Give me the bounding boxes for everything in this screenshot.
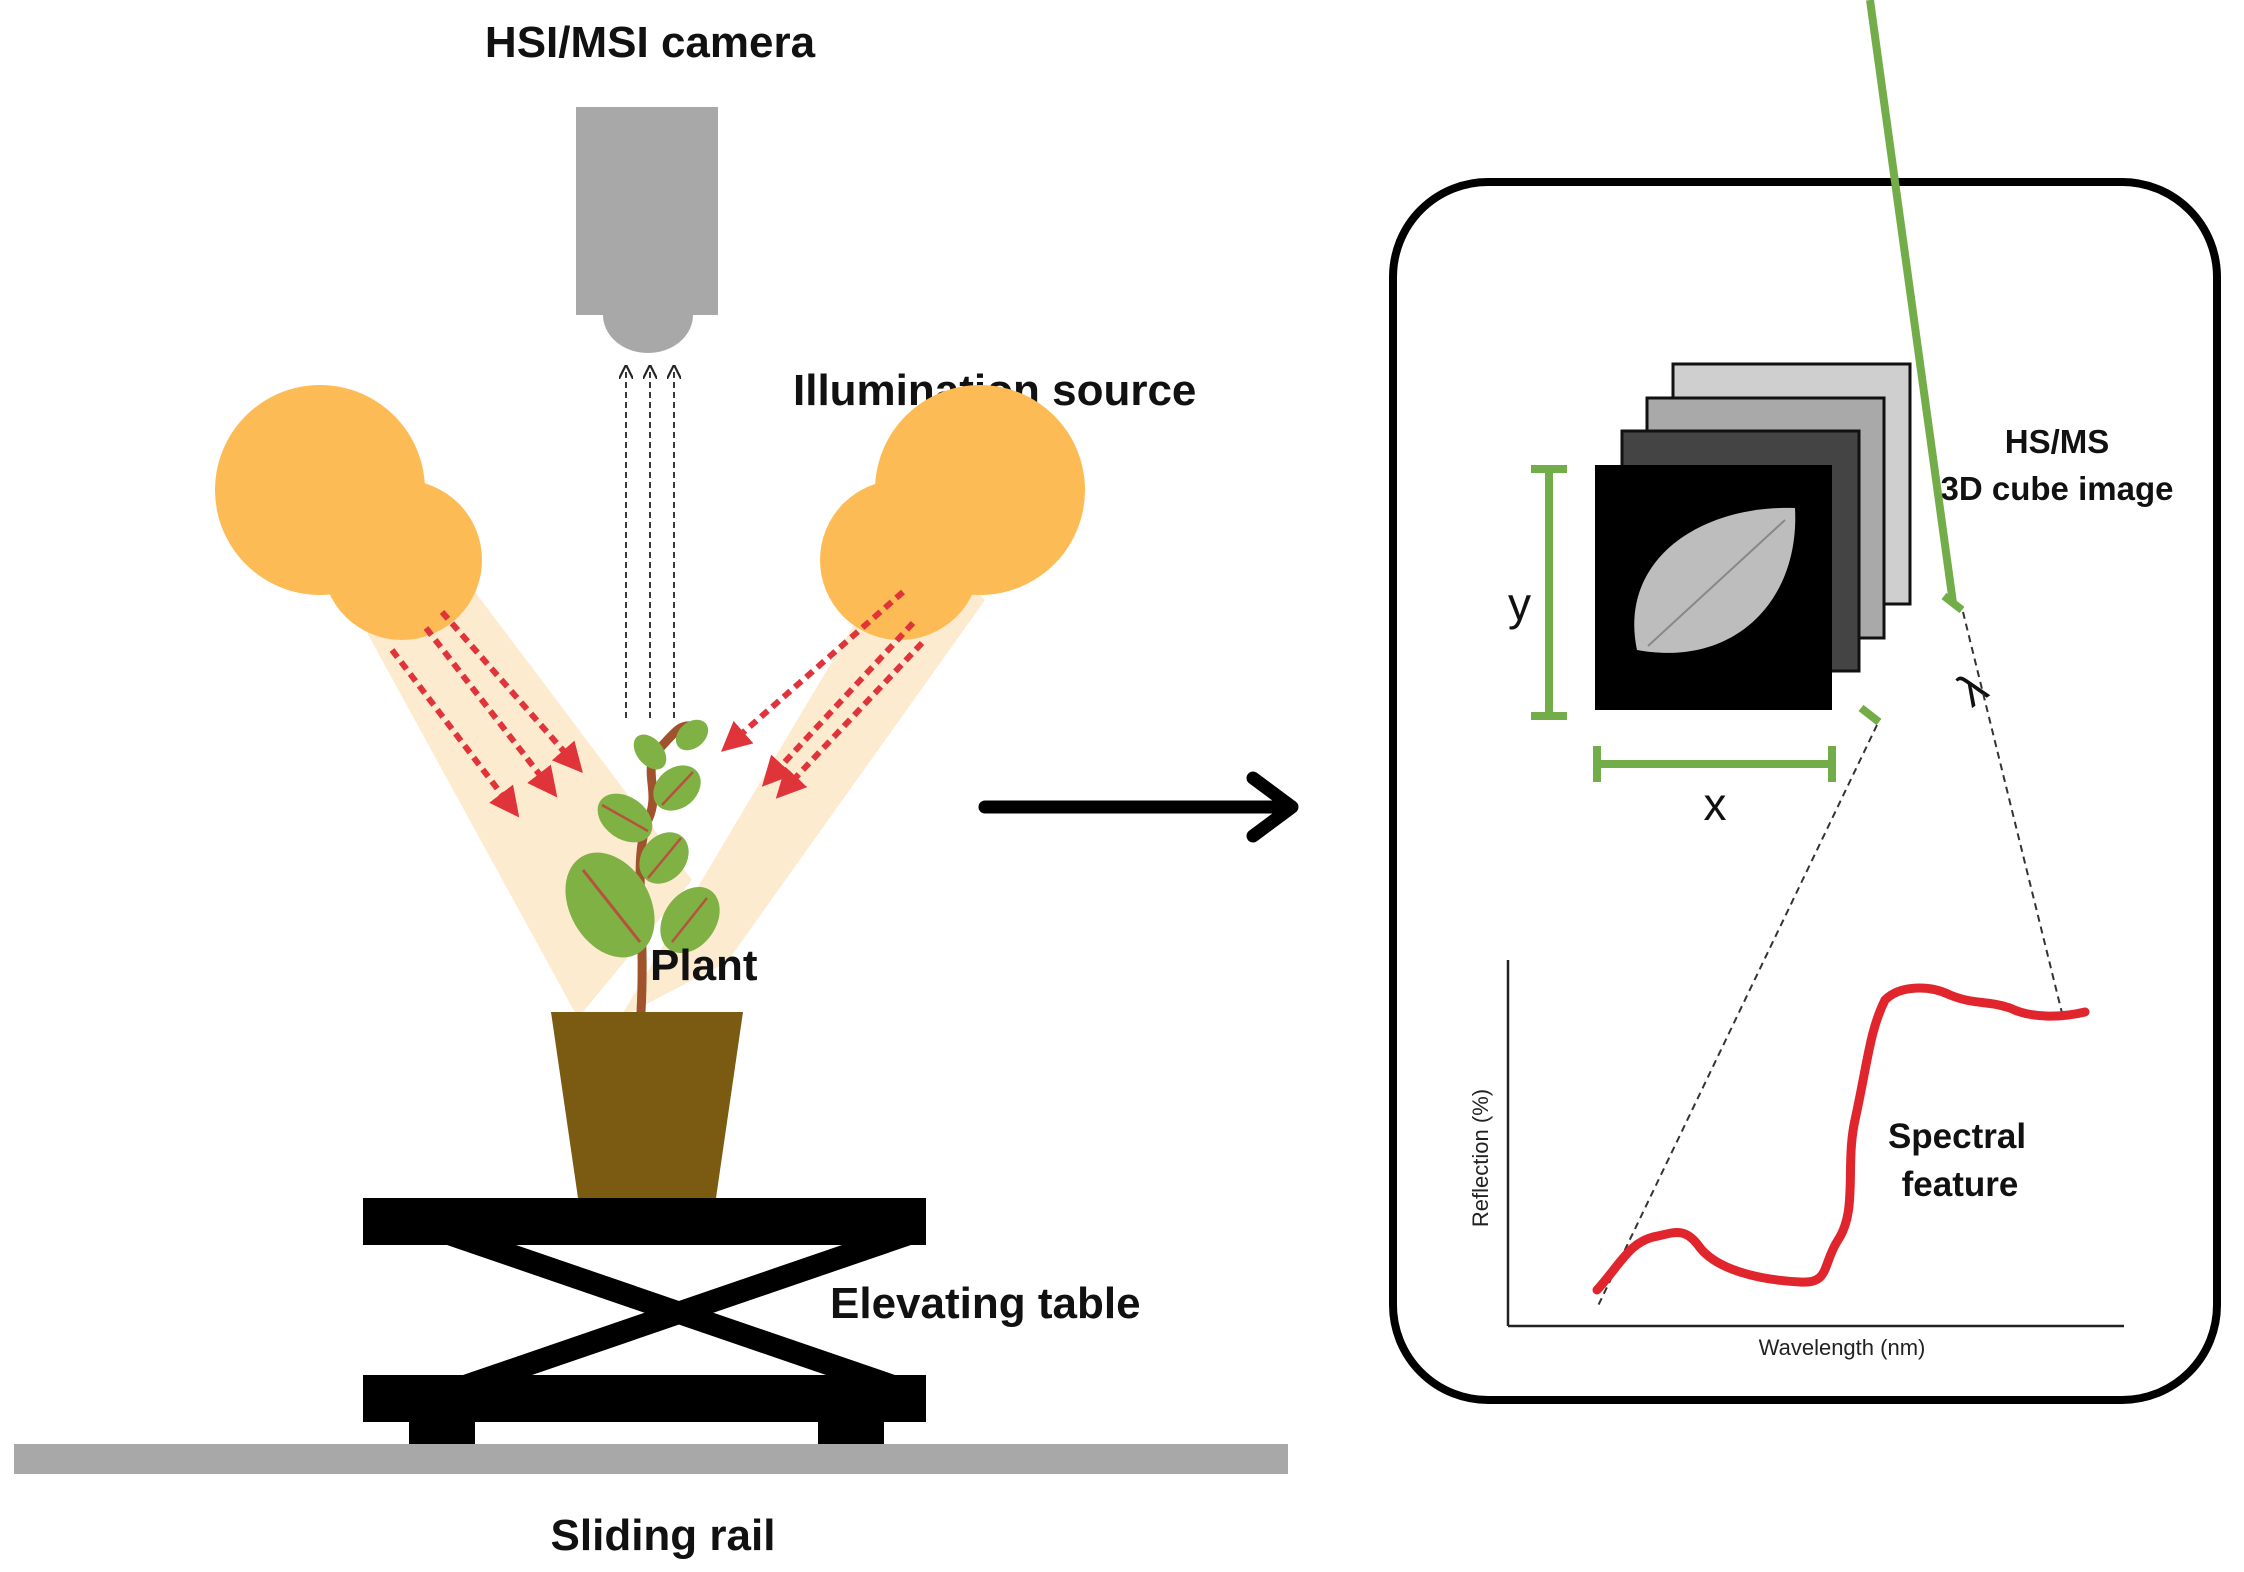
pot-icon	[551, 1012, 743, 1198]
x-dimension-marker	[1593, 746, 1836, 782]
incident-light-arrows-right	[720, 589, 925, 799]
hypercube-image-stack	[1595, 362, 1912, 710]
spectral-plot-axes	[1506, 960, 2124, 1328]
sliding-rail-icon	[14, 1444, 1288, 1474]
incident-light-arrows-left	[389, 610, 583, 818]
elevating-table-icon	[363, 1198, 926, 1444]
elevating-table-label: Elevating table	[830, 1279, 1141, 1328]
process-arrow-icon	[978, 771, 1299, 843]
reflected-light-arrows	[626, 372, 674, 718]
spectral-plot-ylabel: Reflection (%)	[1468, 1089, 1493, 1227]
spectral-curve	[1592, 983, 2090, 1295]
plant-label: Plant	[650, 941, 758, 990]
sliding-rail-label: Sliding rail	[551, 1511, 776, 1560]
x-dimension-label: x	[1704, 778, 1727, 830]
lamp-right-icon	[820, 385, 1085, 640]
y-dimension-marker	[1531, 465, 1567, 720]
spectral-feature-label-line1: Spectral	[1888, 1117, 2026, 1156]
hypercube-label-line2: 3D cube image	[1941, 470, 2174, 507]
projection-lines	[1596, 611, 2063, 1309]
y-dimension-label: y	[1508, 578, 1531, 630]
hypercube-label-line1: HS/MS	[2005, 423, 2110, 460]
camera-label: HSI/MSI camera	[485, 18, 816, 67]
camera-icon	[576, 107, 718, 353]
leaf-image-icon	[1634, 507, 1796, 653]
plant-icon	[565, 719, 720, 1017]
spectral-feature-label-line2: feature	[1902, 1165, 2019, 1204]
lamp-left-icon	[215, 385, 482, 640]
lambda-dimension-marker	[1858, 0, 1965, 726]
spectral-plot-xlabel: Wavelength (nm)	[1759, 1335, 1926, 1360]
